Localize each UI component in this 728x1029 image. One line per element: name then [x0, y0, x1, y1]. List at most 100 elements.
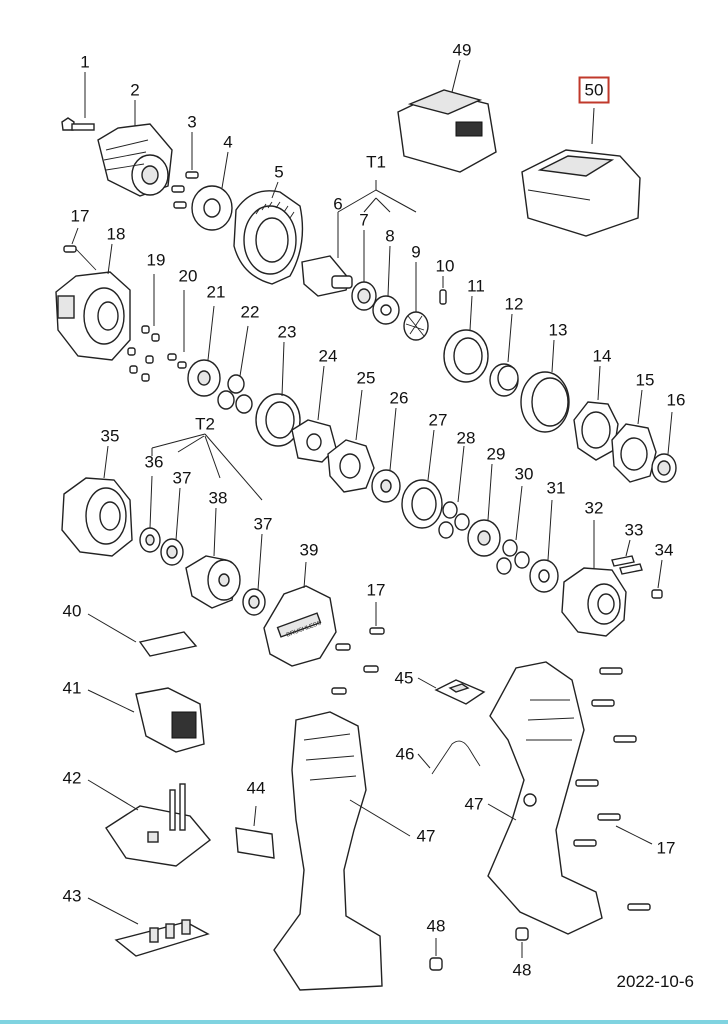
part-47-housing-left	[273, 711, 411, 991]
callout-label-32: 32	[584, 498, 604, 518]
callout-label-2: 2	[130, 80, 140, 100]
callout-label-13: 13	[548, 320, 568, 340]
callout-label-3: 3	[187, 112, 197, 132]
part-31-washer	[529, 499, 559, 593]
part-37-bearing-a	[160, 487, 184, 566]
part-2-chuck	[97, 100, 173, 197]
part-50-charger	[521, 107, 641, 237]
callout-label-22: 22	[240, 302, 260, 322]
callout-label-44: 44	[246, 778, 266, 798]
part-24-plate	[291, 365, 337, 463]
part-34-screw	[651, 559, 663, 599]
part-22-planet-gears	[217, 325, 253, 414]
part-26-sun-gear	[371, 407, 401, 503]
part-49-battery	[397, 59, 497, 173]
callout-label-10: 10	[435, 256, 455, 276]
callout-label-20: 20	[178, 266, 198, 286]
callout-label-26: 26	[389, 388, 409, 408]
callout-label-41: 41	[62, 678, 82, 698]
callout-label-19: 19	[146, 250, 166, 270]
callout-label-31: 31	[546, 478, 566, 498]
part-6-spindle	[301, 212, 353, 297]
part-20-pins	[167, 290, 187, 369]
callout-label-45: 45	[394, 668, 414, 688]
callout-label-46: 46	[395, 744, 415, 764]
part-17-screw-mid	[369, 602, 385, 635]
part-39-motor-cover: BRUSHLESS	[263, 561, 337, 667]
callout-label-8: 8	[385, 226, 395, 246]
callout-label-21: 21	[206, 282, 226, 302]
part-29-gear	[467, 463, 501, 557]
part-7-bearing	[351, 230, 377, 311]
part-19-balls	[127, 274, 160, 382]
callout-label-37b: 37	[253, 514, 273, 534]
callout-label-48a: 48	[426, 916, 446, 936]
part-40-label	[87, 613, 198, 657]
callout-label-27: 27	[428, 410, 448, 430]
part-45-cover	[417, 677, 486, 705]
housing-screws	[573, 667, 653, 911]
callout-label-12: 12	[504, 294, 524, 314]
part-11-ring	[443, 295, 489, 383]
part-41-switch	[87, 687, 205, 753]
callout-label-24: 24	[318, 346, 338, 366]
bottom-accent-bar	[0, 1020, 728, 1024]
t2-bracket	[151, 433, 263, 501]
callout-label-6: 6	[333, 194, 343, 214]
part-8-plate	[372, 245, 400, 325]
part-12-spring	[489, 313, 519, 397]
callout-label-35: 35	[100, 426, 120, 446]
part-5-ring-gear	[233, 181, 304, 285]
part-36-bearing	[139, 475, 161, 553]
callout-label-11: 11	[467, 276, 485, 296]
part-35-stator	[61, 445, 133, 557]
callout-label-49: 49	[452, 40, 472, 60]
part-38-rotor	[185, 507, 241, 609]
part-13-ring	[520, 339, 570, 433]
part-25-plate	[327, 389, 375, 493]
part-16-bearing	[651, 411, 677, 483]
part-23-ring-gear	[255, 341, 301, 447]
part-43-terminal	[87, 897, 210, 957]
callout-label-42: 42	[62, 768, 82, 788]
callout-label-38: 38	[208, 488, 228, 508]
part-10-pin	[439, 276, 447, 305]
part-33-spring-plate	[611, 539, 643, 575]
part-48-cap-left	[429, 938, 443, 971]
callout-label-30: 30	[514, 464, 534, 484]
callout-label-1: 1	[80, 52, 90, 72]
callout-label-5: 5	[274, 162, 284, 182]
callout-label-34: 34	[654, 540, 674, 560]
callout-label-17a: 17	[70, 206, 90, 226]
t1-bracket	[337, 180, 417, 213]
part-9-gear	[403, 262, 429, 341]
part-1-screw	[61, 72, 95, 131]
callout-label-9: 9	[411, 242, 421, 262]
callout-label-17c: 17	[656, 838, 676, 858]
date-stamp: 2022-10-6	[616, 972, 694, 991]
part-32-gear-case	[561, 520, 627, 637]
callout-label-16: 16	[666, 390, 686, 410]
part-47-housing-right	[487, 661, 603, 935]
callout-label-7: 7	[359, 210, 369, 230]
callout-label-47a: 47	[464, 794, 484, 814]
callout-label-47b: 47	[416, 826, 436, 846]
part-4-washer	[191, 151, 233, 231]
callout-label-T1: T1	[366, 152, 386, 172]
part-3-screws	[171, 132, 199, 209]
callout-label-28: 28	[456, 428, 476, 448]
callout-label-18: 18	[106, 224, 126, 244]
part-27-ring-gear	[401, 429, 443, 529]
part-48-cap-right	[515, 927, 529, 958]
callout-label-36: 36	[144, 452, 164, 472]
callout-label-37a: 37	[172, 468, 192, 488]
part-14-cam-ring	[573, 365, 619, 461]
callout-label-23: 23	[277, 322, 297, 342]
callout-label-48b: 48	[512, 960, 532, 980]
callout-label-14: 14	[592, 346, 612, 366]
part-18-gear-housing	[55, 243, 131, 361]
callout-label-4: 4	[223, 132, 233, 152]
motor-screws	[331, 643, 379, 695]
callout-label-29: 29	[486, 444, 506, 464]
